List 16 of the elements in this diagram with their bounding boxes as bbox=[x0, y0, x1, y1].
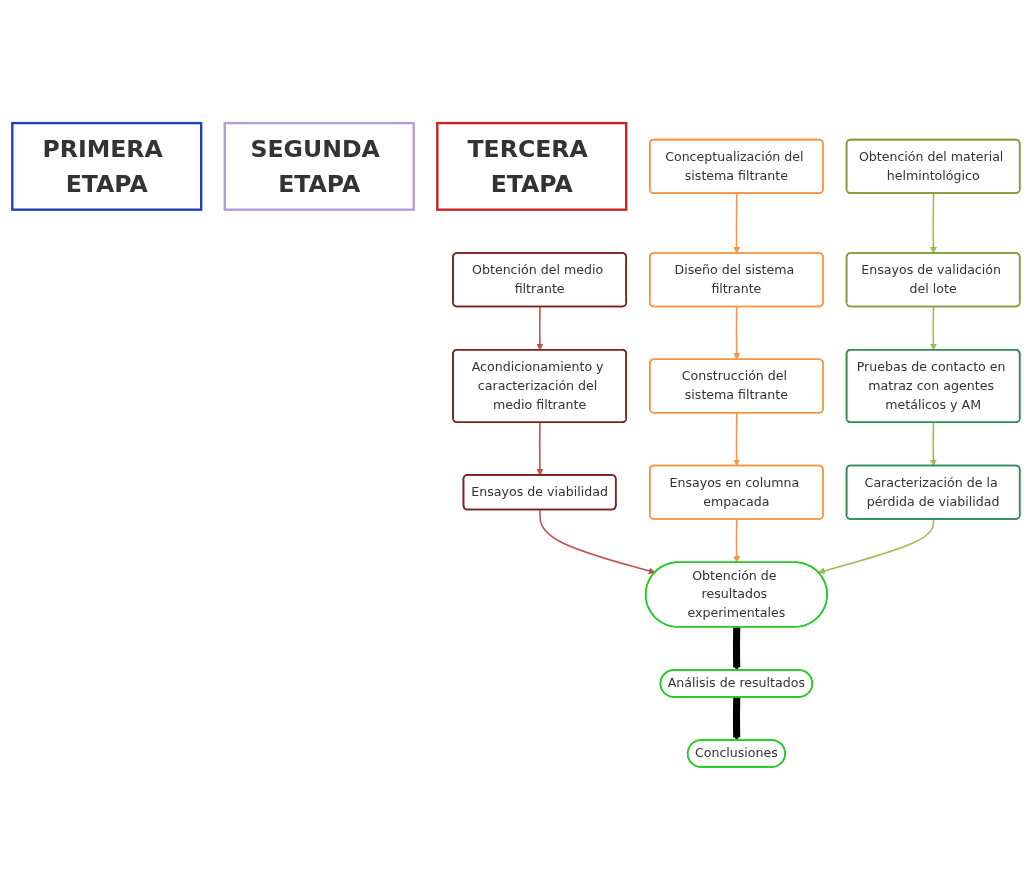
arrow bbox=[732, 697, 741, 741]
arrow bbox=[733, 518, 741, 563]
arrow bbox=[539, 509, 656, 575]
arrow bbox=[929, 192, 937, 254]
node-box: SEGUNDA ETAPA bbox=[223, 121, 415, 211]
arrow bbox=[733, 412, 741, 467]
arrow bbox=[929, 421, 937, 467]
arrow bbox=[733, 192, 741, 254]
arrow bbox=[929, 306, 937, 351]
arrow bbox=[732, 627, 741, 671]
node-box: PRIMERA ETAPA bbox=[11, 121, 203, 211]
arrow bbox=[818, 518, 935, 575]
arrow bbox=[536, 421, 544, 476]
arrow bbox=[733, 306, 741, 360]
node-box: TERCERA ETAPA bbox=[436, 121, 628, 211]
arrow bbox=[536, 306, 544, 351]
